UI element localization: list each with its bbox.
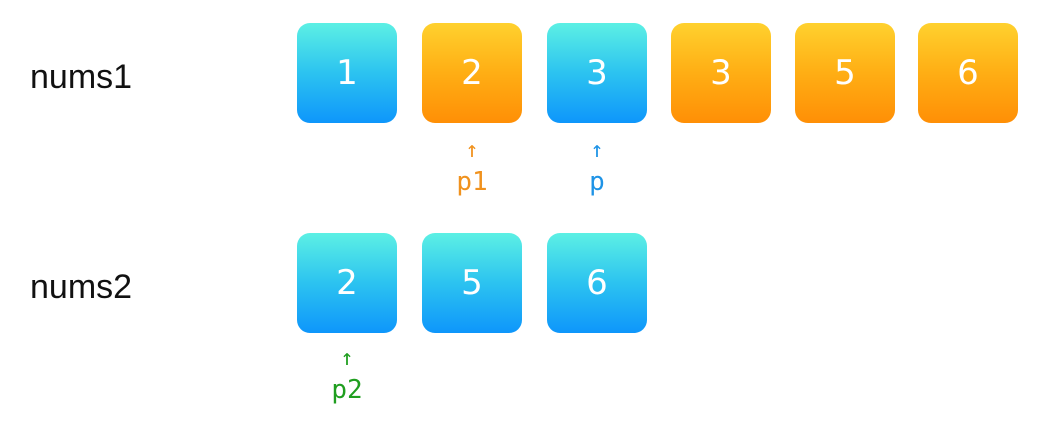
nums1-cell-1: 2 (422, 23, 522, 123)
nums1-cell-3: 3 (671, 23, 771, 123)
nums2-cell-1: 5 (422, 233, 522, 333)
pointer-p-label: p (589, 167, 605, 197)
up-arrow-icon: ↑ (590, 138, 604, 163)
up-arrow-icon: ↑ (465, 138, 479, 163)
nums1-cell-5: 6 (918, 23, 1018, 123)
array-label-nums2: nums2 (30, 268, 133, 306)
up-arrow-icon: ↑ (340, 346, 354, 371)
nums1-cell-2: 3 (547, 23, 647, 123)
array-label-nums1: nums1 (30, 58, 133, 96)
pointer-p1-label: p1 (456, 167, 488, 197)
pointer-p2-label: p2 (331, 375, 363, 405)
pointer-p: ↑ p (547, 138, 647, 198)
pointer-p2: ↑ p2 (297, 346, 397, 406)
nums1-cell-0: 1 (297, 23, 397, 123)
pointer-p1: ↑ p1 (422, 138, 522, 198)
nums2-cell-2: 6 (547, 233, 647, 333)
nums2-cell-0: 2 (297, 233, 397, 333)
nums1-cell-4: 5 (795, 23, 895, 123)
